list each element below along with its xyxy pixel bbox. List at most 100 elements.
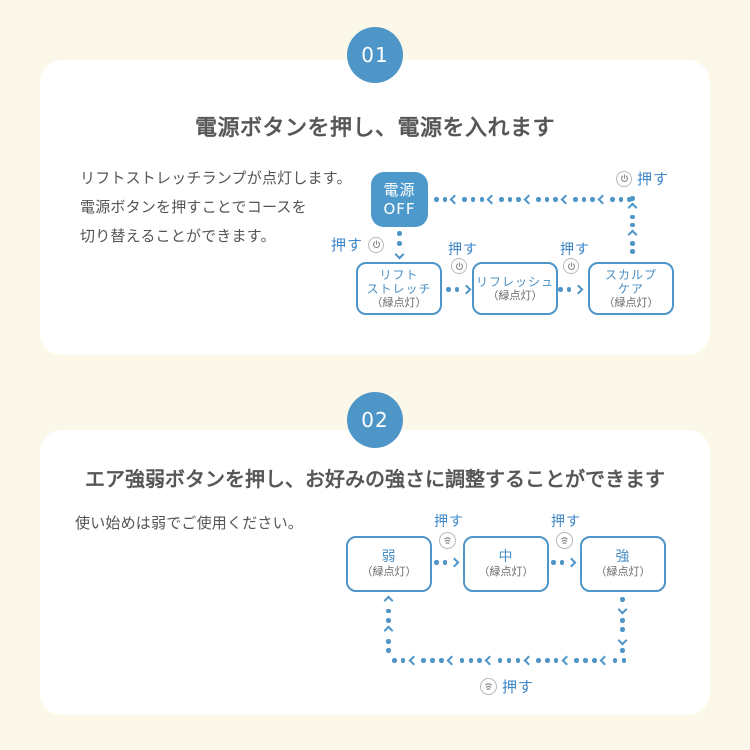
flow-dot xyxy=(620,648,625,653)
flow-chevron xyxy=(449,194,460,205)
flow-dot xyxy=(574,658,579,663)
flow-dot xyxy=(454,287,459,292)
press-label-text: 押す xyxy=(502,678,535,696)
flow-chevron xyxy=(566,557,577,568)
flow-chevron xyxy=(461,284,472,295)
flow-dot xyxy=(499,197,504,202)
power-icon xyxy=(368,236,385,253)
flow-dot xyxy=(536,197,541,202)
flow-dot xyxy=(544,197,550,202)
level-name: 強 xyxy=(615,549,631,565)
air-icon xyxy=(439,532,456,549)
step2-description: 使い始めは弱でご使用ください。 xyxy=(75,509,303,538)
flow-dot xyxy=(442,197,448,202)
flow-dot xyxy=(566,287,571,292)
flow-chevron xyxy=(523,655,534,666)
flow-dot xyxy=(400,658,406,663)
flow-arrow-poweroff-to-liftstretch xyxy=(394,231,405,260)
step1-description-line1: リフトストレッチランプが点灯します。 xyxy=(80,169,352,187)
flow-chevron xyxy=(561,655,572,666)
press-label-course2: 押す xyxy=(560,242,590,258)
course-lamp-status: （緑点灯） xyxy=(371,295,427,309)
flow-chevron xyxy=(523,194,534,205)
power-off-button: 電源 OFF xyxy=(371,172,428,227)
level-name: 弱 xyxy=(381,549,397,565)
flow-dot xyxy=(553,658,559,663)
flow-line-return-to-poweroff xyxy=(434,194,632,205)
flow-dot xyxy=(397,231,402,236)
flow-dot xyxy=(627,197,632,202)
flow-dot xyxy=(497,658,503,663)
course-box-refresh: リフレッシュ （緑点灯） xyxy=(472,262,558,315)
flow-dot xyxy=(386,648,391,653)
flow-chevron xyxy=(486,194,497,205)
flow-dot xyxy=(581,197,587,202)
level-box-weak: 弱 （緑点灯） xyxy=(346,536,432,592)
flow-dot xyxy=(630,249,635,254)
flow-dot xyxy=(446,287,451,292)
course-name: ストレッチ xyxy=(366,281,432,296)
air-icon xyxy=(480,678,497,695)
flow-line-return-to-weak xyxy=(392,655,626,666)
flow-dot xyxy=(434,197,439,202)
flow-dot xyxy=(618,197,624,202)
level-box-strong: 強 （緑点灯） xyxy=(580,536,666,592)
press-label-bottom: 押す xyxy=(480,676,534,697)
course-box-lift-stretch: リフト ストレッチ （緑点灯） xyxy=(356,262,442,315)
flow-dot xyxy=(590,197,595,202)
step1-number-badge: 01 xyxy=(347,27,403,83)
step2-number-badge: 02 xyxy=(347,392,403,448)
flow-dot xyxy=(536,658,541,663)
step1-description: リフトストレッチランプが点灯します。 電源ボタンを押すことでコースを 切り替える… xyxy=(80,164,352,251)
flow-arrow-medium-to-strong xyxy=(551,557,577,568)
flow-dot xyxy=(621,658,626,663)
flow-dot xyxy=(506,658,512,663)
flow-line-scalpcare-up xyxy=(627,196,638,254)
level-box-medium: 中 （緑点灯） xyxy=(463,536,549,592)
flow-dot xyxy=(559,560,564,565)
press-label-level2: 押す xyxy=(551,514,581,530)
flow-chevron xyxy=(617,635,628,646)
power-icon xyxy=(563,258,579,274)
flow-dot xyxy=(630,222,635,228)
flow-dot xyxy=(620,597,625,602)
flow-chevron xyxy=(597,194,608,205)
flow-dot xyxy=(442,560,447,565)
press-label-poweroff: 押す xyxy=(331,234,385,255)
step2-description-line1: 使い始めは弱でご使用ください。 xyxy=(75,514,304,532)
flow-dot xyxy=(516,197,521,202)
step1-description-line3: 切り替えることができます。 xyxy=(80,227,276,245)
flow-chevron xyxy=(617,604,628,615)
flow-chevron xyxy=(627,229,638,240)
flow-dot xyxy=(620,618,625,623)
flow-dot xyxy=(386,608,391,614)
flow-dot xyxy=(583,658,588,663)
flow-dot xyxy=(551,560,556,565)
flow-chevron xyxy=(599,655,610,666)
press-label-text: 押す xyxy=(331,236,364,254)
press-label-level1: 押す xyxy=(434,514,464,530)
flow-dot xyxy=(430,658,435,663)
flow-chevron xyxy=(449,557,460,568)
flow-dot xyxy=(630,196,635,201)
flow-chevron xyxy=(573,284,584,295)
flow-chevron xyxy=(383,625,394,636)
flow-dot xyxy=(397,241,402,246)
course-name: リフレッシュ xyxy=(475,274,554,289)
course-name: スカルプ xyxy=(604,267,657,282)
flow-dot xyxy=(434,560,439,565)
flow-dot xyxy=(421,658,426,663)
course-box-scalp-care: スカルプ ケア （緑点灯） xyxy=(588,262,674,315)
flow-dot xyxy=(620,627,625,632)
flow-dot xyxy=(439,658,444,663)
power-icon xyxy=(616,170,632,187)
level-lamp-status: （緑点灯） xyxy=(478,565,534,578)
press-label-top-right: 押す xyxy=(616,168,669,189)
flow-dot xyxy=(573,197,578,202)
level-name: 中 xyxy=(498,549,514,565)
flow-chevron xyxy=(446,655,457,666)
flow-chevron xyxy=(394,249,405,260)
course-lamp-status: （緑点灯） xyxy=(487,288,543,302)
flow-chevron xyxy=(383,595,394,606)
